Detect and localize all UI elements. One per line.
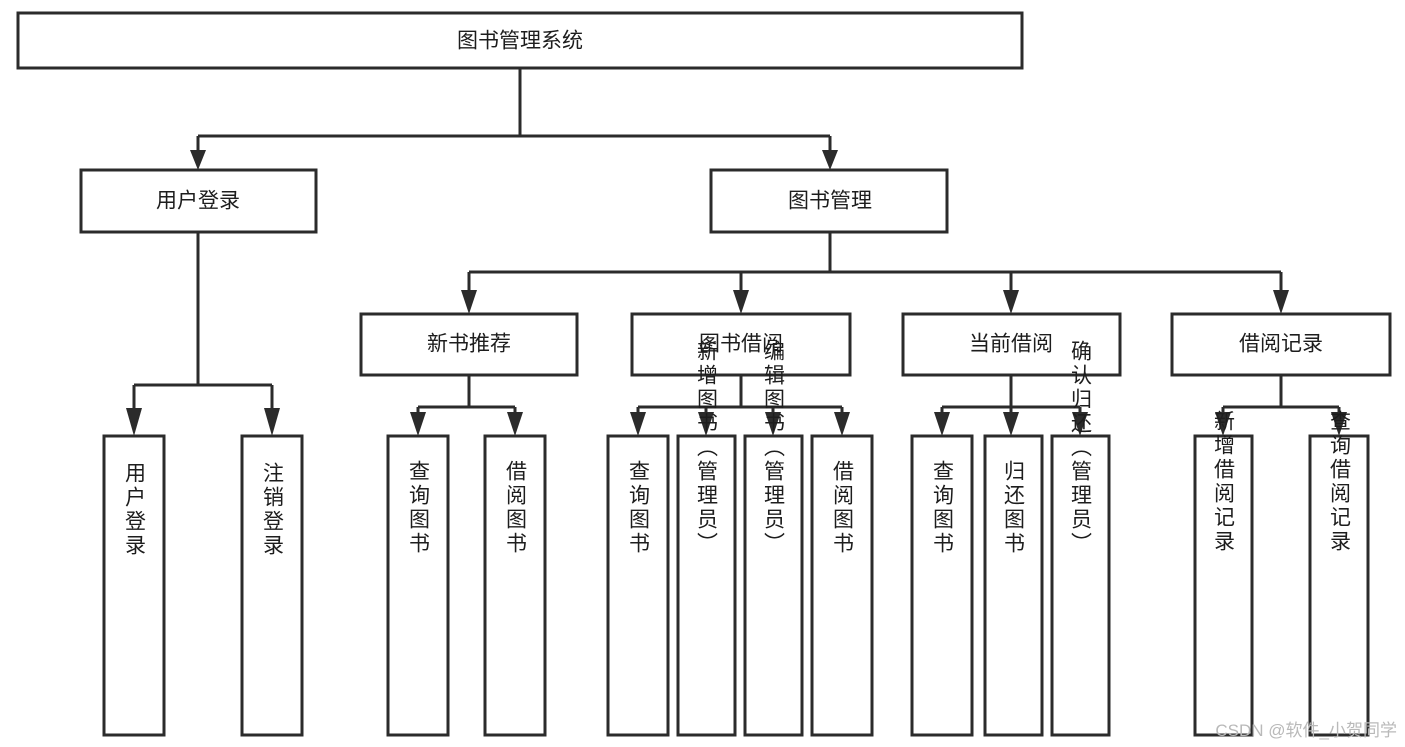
node-leaf-confirm-return-label: 确认归还（管理员）	[1069, 340, 1093, 556]
arrowhead-leaf-query-book-2	[630, 412, 646, 436]
arrowhead-leaf-edit-book	[765, 412, 781, 436]
arrowhead-leaf-query-book-3	[934, 412, 950, 436]
node-leaf-query-book-2-box[interactable]	[606, 434, 670, 737]
arrowhead-leaf-query-record	[1331, 412, 1347, 436]
node-leaf-borrow-book-1-box[interactable]	[483, 434, 547, 737]
node-leaf-query-record[interactable]: 查询借阅记录	[1308, 410, 1370, 737]
node-user-login-box[interactable]	[79, 168, 318, 234]
csdn-watermark: CSDN @软件_小贺同学	[1215, 721, 1397, 740]
node-leaf-borrow-book-2-label: 借阅图书	[831, 460, 855, 556]
node-book-borrow[interactable]: 图书借阅	[630, 312, 852, 377]
node-user-login-label: 用户登录	[156, 190, 240, 213]
arrowhead-book-management	[822, 150, 838, 170]
node-root-box[interactable]	[16, 11, 1024, 70]
node-new-book-recommend-label: 新书推荐	[427, 333, 511, 356]
node-leaf-query-book-1[interactable]: 查询图书	[386, 434, 450, 737]
arrowhead-user-login	[190, 150, 206, 170]
arrowhead-leaf-user-login	[126, 408, 142, 436]
node-leaf-query-book-3[interactable]: 查询图书	[910, 434, 974, 737]
node-book-management[interactable]: 图书管理	[709, 168, 949, 234]
node-leaf-query-book-1-box[interactable]	[386, 434, 450, 737]
arrowhead-current-borrow	[1003, 290, 1019, 314]
node-leaf-add-book-label: 新增图书（管理员）	[695, 340, 719, 556]
node-leaf-add-record-box[interactable]	[1193, 434, 1254, 737]
node-leaf-user-login-label: 用户登录	[123, 462, 147, 558]
arrowhead-leaf-query-book-1	[410, 412, 426, 436]
node-leaf-borrow-book-1[interactable]: 借阅图书	[483, 434, 547, 737]
arrowhead-leaf-add-record	[1215, 412, 1231, 436]
node-current-borrow-box[interactable]	[901, 312, 1122, 377]
node-new-book-recommend-box[interactable]	[359, 312, 579, 377]
node-leaf-query-record-box[interactable]	[1308, 434, 1370, 737]
node-leaf-query-book-3-label: 查询图书	[931, 460, 955, 556]
connector-group	[126, 68, 1347, 436]
node-leaf-query-book-1-label: 查询图书	[407, 460, 431, 556]
arrowhead-leaf-user-logout	[264, 408, 280, 436]
node-leaf-edit-book[interactable]: 编辑图书（管理员）	[743, 340, 804, 737]
arrowhead-borrow-record	[1273, 290, 1289, 314]
node-borrow-record-label: 借阅记录	[1239, 333, 1323, 356]
node-leaf-query-record-label: 查询借阅记录	[1328, 410, 1352, 554]
node-leaf-user-login[interactable]: 用户登录	[102, 434, 166, 737]
node-leaf-add-record[interactable]: 新增借阅记录	[1193, 410, 1254, 737]
node-leaf-user-logout-label: 注销登录	[261, 462, 285, 558]
arrowhead-book-borrow	[733, 290, 749, 314]
node-book-borrow-box[interactable]	[630, 312, 852, 377]
node-current-borrow[interactable]: 当前借阅	[901, 312, 1122, 377]
node-leaf-return-book[interactable]: 归还图书	[983, 434, 1044, 737]
node-leaf-user-logout-box[interactable]	[240, 434, 304, 737]
arrowhead-new-book-recommend	[461, 290, 477, 314]
arrowhead-leaf-borrow-book-2	[834, 412, 850, 436]
node-leaf-return-book-label: 归还图书	[1002, 460, 1026, 556]
node-leaf-add-record-label: 新增借阅记录	[1212, 410, 1236, 554]
node-leaf-add-book[interactable]: 新增图书（管理员）	[676, 340, 737, 737]
node-leaf-query-book-2-label: 查询图书	[627, 460, 651, 556]
node-new-book-recommend[interactable]: 新书推荐	[359, 312, 579, 377]
node-book-management-box[interactable]	[709, 168, 949, 234]
node-leaf-return-book-box[interactable]	[983, 434, 1044, 737]
node-user-login[interactable]: 用户登录	[79, 168, 318, 234]
node-leaf-confirm-return[interactable]: 确认归还（管理员）	[1050, 340, 1111, 737]
node-current-borrow-label: 当前借阅	[969, 333, 1053, 356]
node-leaf-edit-book-label: 编辑图书（管理员）	[762, 340, 786, 556]
node-root[interactable]: 图书管理系统	[16, 11, 1024, 70]
node-leaf-borrow-book-2[interactable]: 借阅图书	[810, 434, 874, 737]
node-leaf-query-book-2[interactable]: 查询图书	[606, 434, 670, 737]
node-leaf-confirm-return-box[interactable]	[1050, 434, 1111, 737]
node-borrow-record[interactable]: 借阅记录	[1170, 312, 1392, 377]
arrowhead-leaf-add-book	[698, 412, 714, 436]
node-root-label: 图书管理系统	[457, 30, 583, 53]
node-leaf-borrow-book-1-label: 借阅图书	[504, 460, 528, 556]
node-leaf-user-login-box[interactable]	[102, 434, 166, 737]
arrowhead-leaf-return-book	[1003, 412, 1019, 436]
arrowhead-leaf-borrow-book-1	[507, 412, 523, 436]
node-leaf-edit-book-box[interactable]	[743, 434, 804, 737]
node-book-borrow-label: 图书借阅	[699, 333, 783, 356]
node-leaf-query-book-3-box[interactable]	[910, 434, 974, 737]
node-leaf-user-logout[interactable]: 注销登录	[240, 434, 304, 737]
arrowhead-leaf-confirm-return	[1072, 412, 1088, 436]
node-leaf-add-book-box[interactable]	[676, 434, 737, 737]
node-book-management-label: 图书管理	[788, 190, 872, 213]
node-borrow-record-box[interactable]	[1170, 312, 1392, 377]
node-leaf-borrow-book-2-box[interactable]	[810, 434, 874, 737]
